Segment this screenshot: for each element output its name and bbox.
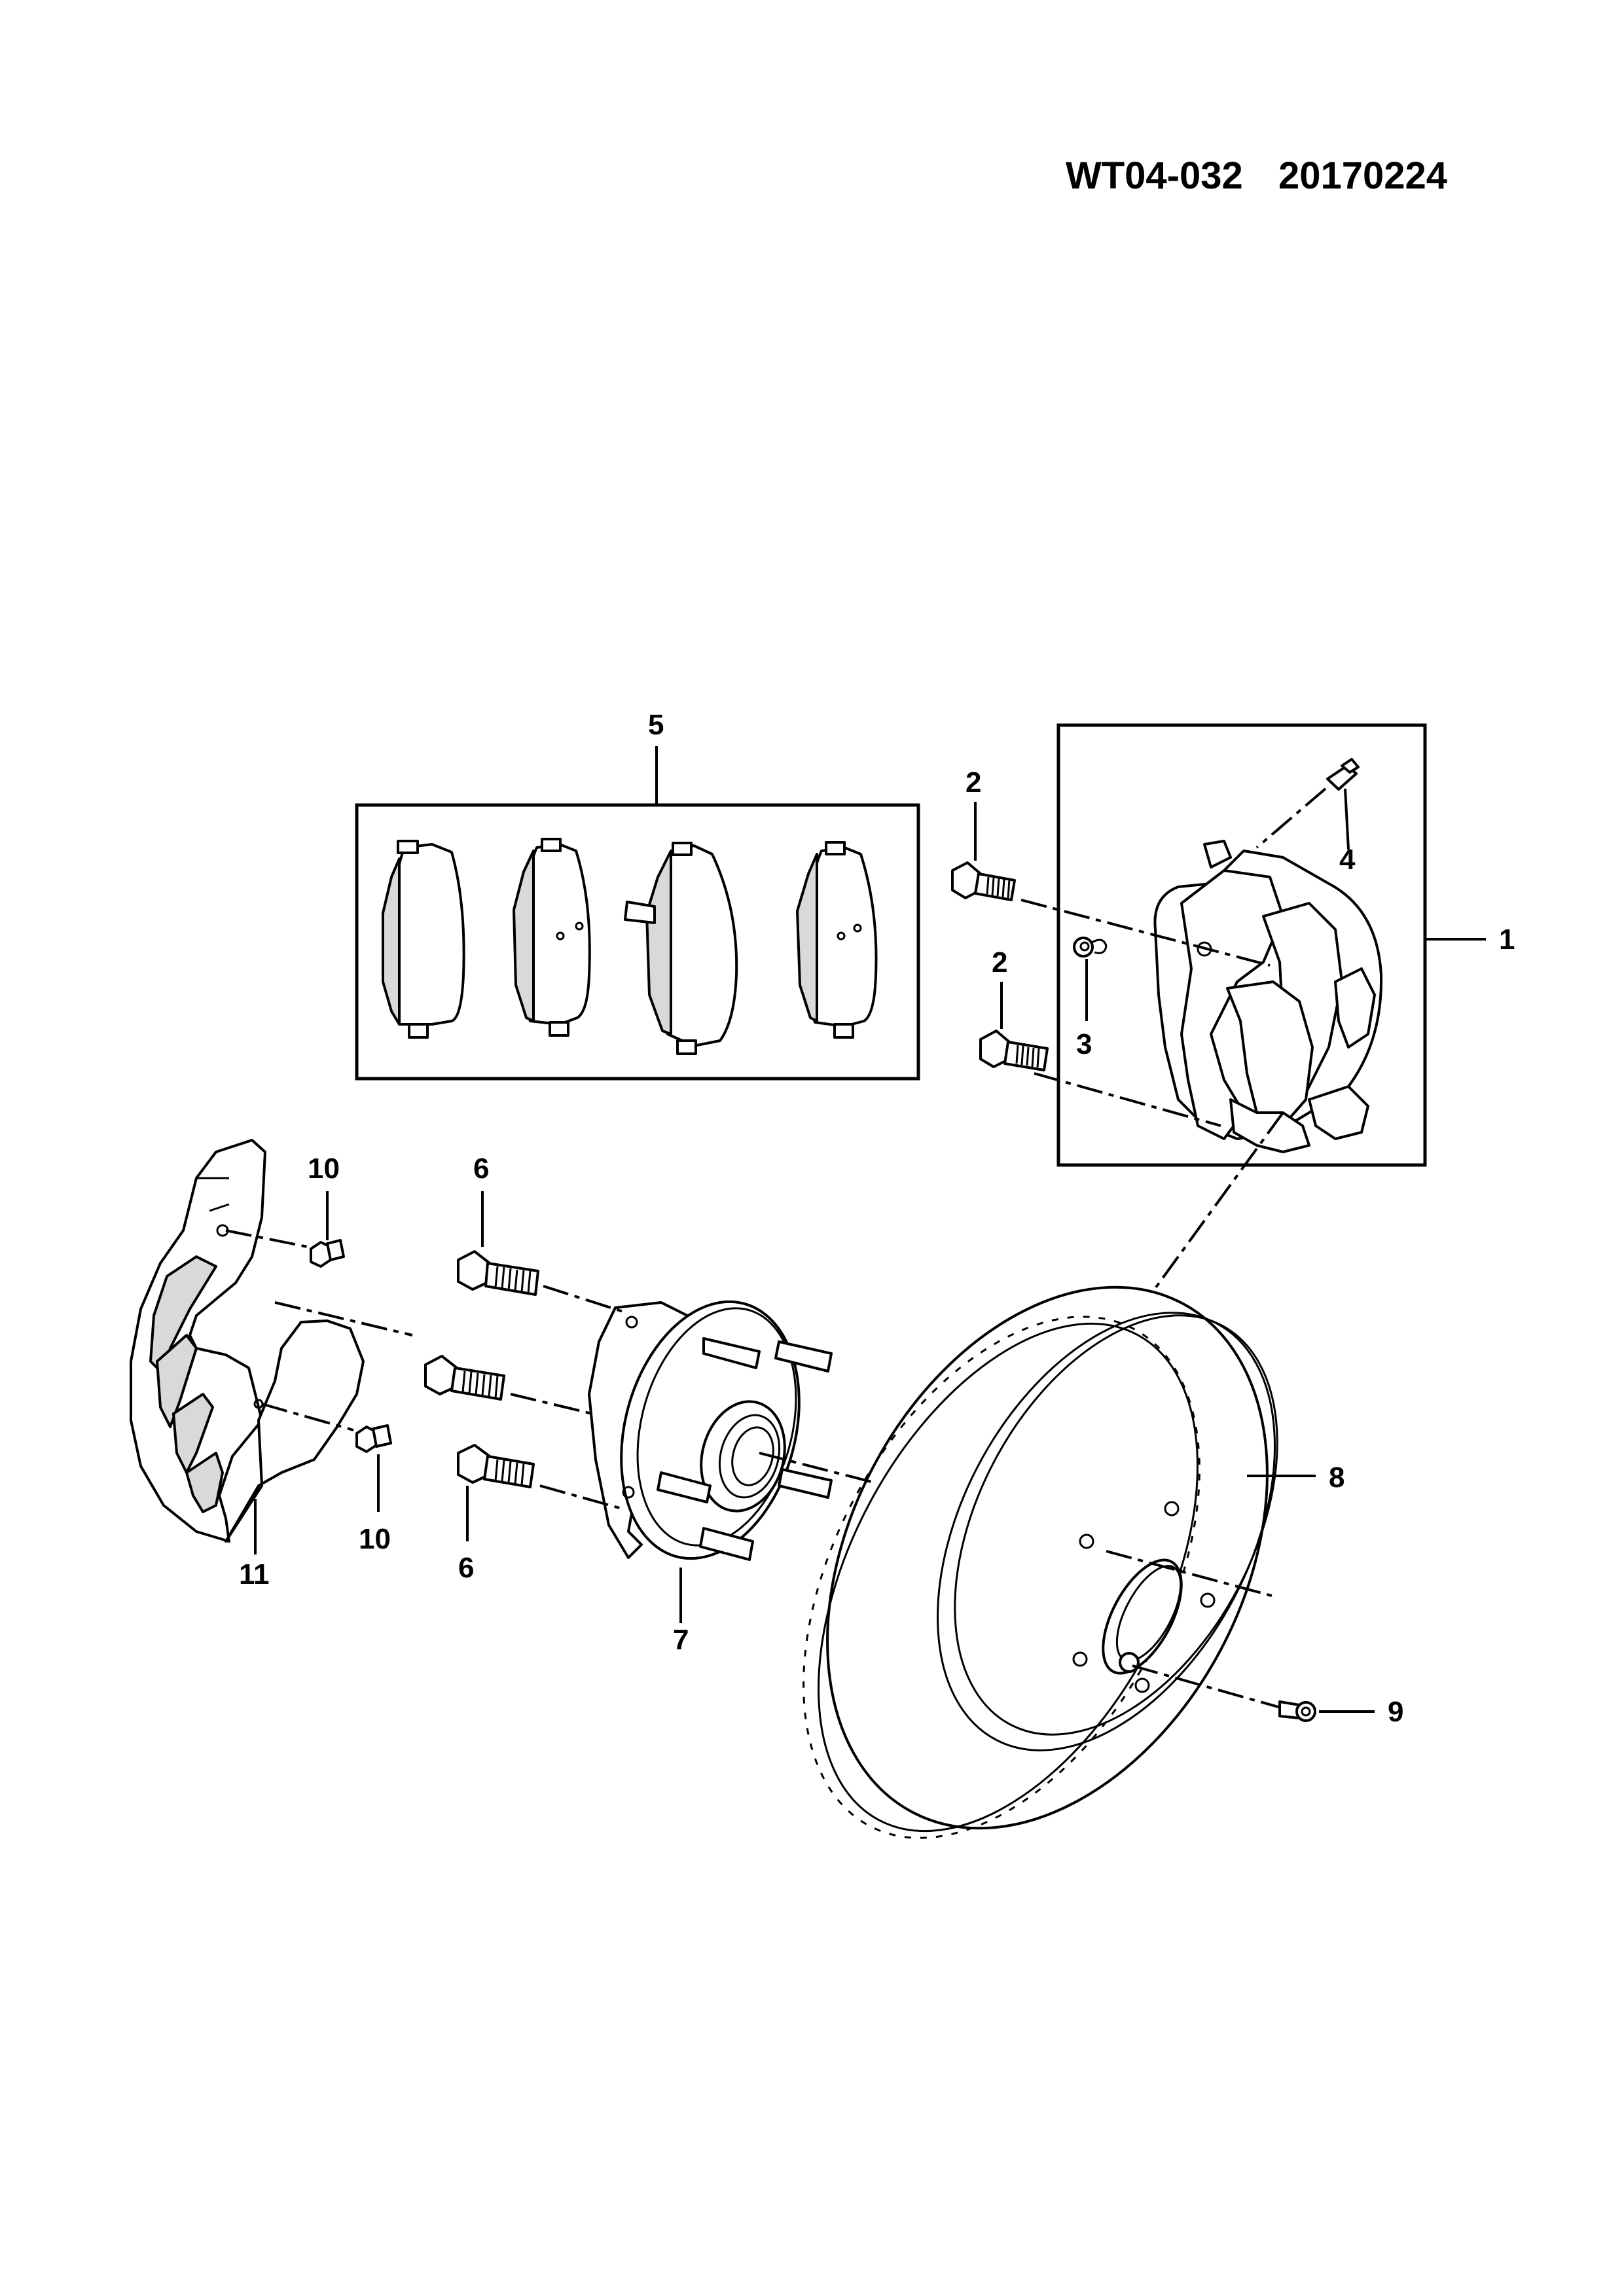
brake-pad-1 (382, 840, 465, 1039)
shield-bolt-lower: 10 (355, 1424, 392, 1555)
hub-bolt-lower: 6 (457, 1444, 623, 1584)
brake-pads-group: 5 (355, 709, 920, 1081)
brake-pad-4 (796, 841, 878, 1039)
callout-2-lower: 2 (992, 946, 1007, 978)
shield-bolt-upper: 10 (308, 1153, 345, 1268)
brake-disc: 8 (803, 1285, 1344, 1839)
callout-10-lower: 10 (359, 1523, 391, 1555)
callout-11: 11 (239, 1558, 270, 1590)
callout-7: 7 (673, 1624, 689, 1656)
callout-6-lower: 6 (458, 1552, 474, 1584)
brake-pad-2 (513, 838, 591, 1037)
caliper-body (1153, 840, 1383, 1153)
disc-retaining-screw: 9 (1132, 1664, 1403, 1728)
callout-1: 1 (1499, 924, 1515, 956)
brake-pad-3 (624, 842, 738, 1055)
callout-10-upper: 10 (308, 1153, 340, 1185)
caliper-bolt-upper: 2 (951, 766, 1016, 901)
callout-3: 3 (1076, 1028, 1092, 1060)
hub-bolt-middle (424, 1355, 593, 1415)
callout-2-upper: 2 (965, 766, 981, 798)
callout-4: 4 (1339, 844, 1356, 876)
caliper-box (1056, 723, 1427, 1167)
callout-5: 5 (648, 709, 664, 741)
caliper-group: 1 4 3 (1020, 723, 1515, 1167)
caliper-bolt-lower: 2 (979, 946, 1049, 1071)
callout-6-upper: 6 (473, 1153, 489, 1185)
diagram-date: 20170224 (1278, 154, 1447, 197)
splash-shield: 11 (130, 1139, 413, 1590)
brake-pads-box (355, 803, 920, 1081)
diagram-code: WT04-032 (1066, 154, 1243, 197)
callout-9: 9 (1388, 1696, 1403, 1728)
bleeder-screw: 4 (1255, 758, 1360, 876)
caliper-to-disc-line (1151, 1111, 1284, 1294)
hub-bolt-upper: 6 (457, 1153, 626, 1314)
caliper-clip: 3 (1073, 937, 1108, 1060)
callout-8: 8 (1329, 1462, 1344, 1494)
wheel-hub: 7 (588, 1300, 875, 1656)
